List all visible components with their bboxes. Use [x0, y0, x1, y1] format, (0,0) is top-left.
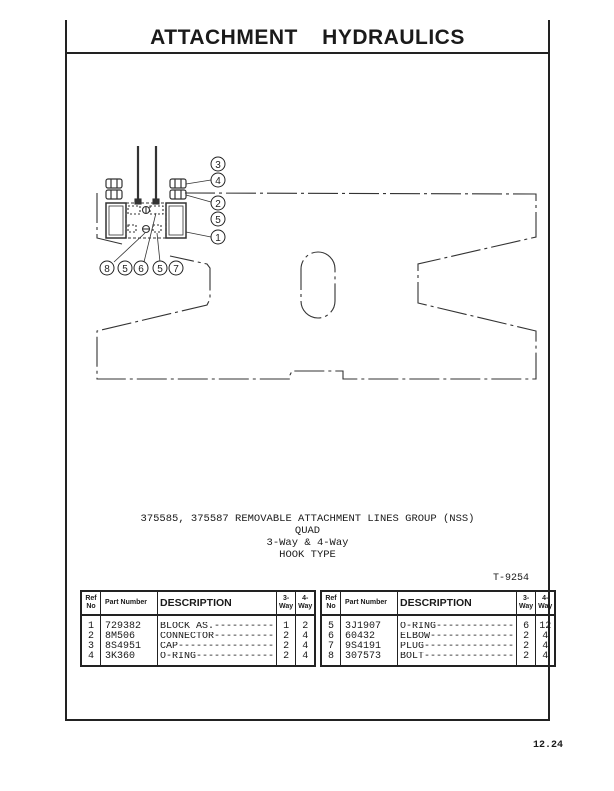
- group-caption: 375585, 375587 REMOVABLE ATTACHMENT LINE…: [65, 513, 550, 561]
- callout-1: 1: [210, 229, 226, 245]
- page-number: 12.24: [533, 740, 564, 751]
- cap-fittings: [105, 178, 187, 200]
- attachment-plate-outline: [96, 192, 537, 380]
- callout-4: 4: [210, 172, 226, 188]
- block-left: [105, 202, 127, 239]
- caption-line-4: HOOK TYPE: [279, 549, 336, 561]
- callout-5: 5: [210, 211, 226, 227]
- page-title: ATTACHMENT HYDRAULICS: [150, 26, 465, 49]
- svg-text:3: 3: [215, 160, 221, 171]
- callout-7: 7: [168, 260, 184, 276]
- callout-6: 6: [133, 260, 149, 276]
- callout-8: 8: [99, 260, 115, 276]
- callout-3: 3: [210, 156, 226, 172]
- leader-lines: [113, 179, 212, 263]
- svg-text:5: 5: [122, 264, 128, 275]
- svg-text:6: 6: [138, 264, 144, 275]
- callout-5b: 5: [117, 260, 133, 276]
- svg-text:5: 5: [215, 215, 221, 226]
- svg-text:7: 7: [173, 264, 179, 275]
- callout-bubbles: 3 4 2 5 1 8 5 6 5 7: [99, 156, 226, 276]
- block-right: [165, 202, 187, 239]
- table-row: 2 8M506 CONNECTOR---------- 2 4: [80, 632, 316, 642]
- callout-5c: 5: [152, 260, 168, 276]
- table-row: 6 60432 ELBOW-------------- 2 4: [320, 632, 556, 642]
- caption-line-1: 375585, 375587 REMOVABLE ATTACHMENT LINE…: [140, 513, 475, 525]
- header-description: DESCRIPTION: [156, 591, 278, 616]
- header-4-way: 4- Way: [295, 591, 316, 616]
- center-block: [125, 202, 167, 239]
- hydraulic-lines: [136, 146, 158, 201]
- exploded-parts-diagram: 3 4 2 5 1 8 5 6 5 7: [96, 146, 537, 380]
- svg-text:2: 2: [215, 199, 221, 210]
- header-ref-no: Ref No: [320, 591, 341, 616]
- header-3-way: 3- Way: [516, 591, 537, 616]
- table-row: 4 3K360 O-RING------------- 2 4: [80, 652, 316, 666]
- table-row: 1 729382 BLOCK AS.---------- 1 2: [80, 622, 316, 632]
- parts-table-left: Ref No Part Number DESCRIPTION 3- Way 4-…: [80, 590, 317, 667]
- table-row: 8 307573 BOLT--------------- 2 4: [320, 652, 556, 666]
- caption-line-3: 3-Way & 4-Way: [266, 537, 349, 549]
- svg-text:1: 1: [215, 233, 221, 244]
- table-row: 7 9S4191 PLUG--------------- 2 4: [320, 642, 556, 652]
- header-3-way: 3- Way: [276, 591, 297, 616]
- table-row: 3 8S4951 CAP---------------- 2 4: [80, 642, 316, 652]
- header-4-way: 4- Way: [535, 591, 556, 616]
- svg-text:8: 8: [104, 264, 110, 275]
- illustration-number: T-9254: [493, 573, 530, 584]
- parts-table-right: Ref No Part Number DESCRIPTION 3- Way 4-…: [320, 590, 557, 667]
- header-part-number: Part Number: [100, 591, 158, 616]
- svg-text:5: 5: [157, 264, 163, 275]
- page-frame: [65, 20, 550, 721]
- caption-line-2: QUAD: [294, 525, 321, 537]
- table-row: 5 3J1907 O-RING------------- 6 12: [320, 622, 556, 632]
- header-ref-no: Ref No: [80, 591, 101, 616]
- callout-2: 2: [210, 195, 226, 211]
- svg-text:4: 4: [215, 176, 221, 187]
- title-rule: [65, 52, 550, 54]
- header-part-number: Part Number: [340, 591, 398, 616]
- header-description: DESCRIPTION: [396, 591, 518, 616]
